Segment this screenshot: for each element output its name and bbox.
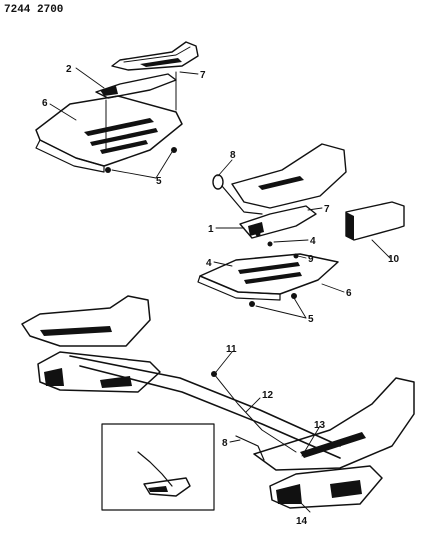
lower-handle [235,435,265,461]
left-adjuster [37,351,161,393]
middle-adjuster [239,205,317,239]
left-track-shade [40,326,112,336]
inset-cable-detail [137,451,173,487]
callout-13: 13 [314,420,326,431]
bracket-10 [345,201,405,241]
middle-nut-right [291,293,297,299]
middle-seat-track-shade [258,176,304,190]
right-adjuster-shade [276,480,362,504]
right-seat-track [253,377,415,471]
figure-number: 7244 2700 [4,4,63,16]
left-seat-track [21,295,151,347]
adjuster-handle-knob [212,174,224,190]
upper-seat-adjuster-assembly [35,41,199,173]
callout-7b: 7 [324,204,330,215]
inset-bracket-detail [143,477,191,497]
middle-seat-track [231,143,347,209]
callout-14: 14 [296,516,308,527]
cross-rod [69,355,341,459]
callout-6b: 6 [346,288,352,299]
middle-shield-plate [199,253,339,295]
upper-seat-track [111,41,199,71]
inset-bracket-shade [148,486,168,492]
detail-inset [101,423,215,511]
upper-nut-right [171,147,177,153]
adjuster-handle-rod [221,185,263,215]
cable-clip-11 [211,371,217,377]
callout-12: 12 [262,390,274,401]
callout-8: 8 [230,150,236,161]
bolt-4b [267,241,273,247]
leader-lines [49,67,391,513]
callout-5b: 5 [308,314,314,325]
bracket-10-shade [346,212,354,240]
callout-4b: 4 [206,258,212,269]
bolt-4a [255,231,261,237]
upper-shield-ribs [84,118,158,154]
middle-nut-left [249,301,255,307]
callout-labels: 2 7 6 5 8 7 1 4 4 9 6 5 10 11 12 8 13 14 [42,64,400,527]
left-adjuster-shade [44,368,132,388]
callout-7: 7 [200,70,206,81]
upper-adjuster-bracket-shade [100,86,118,96]
middle-shield-lip [197,275,281,301]
callout-4: 4 [310,236,316,247]
upper-shield-lip [35,139,105,173]
right-track-shade [300,432,366,458]
callout-2: 2 [66,64,72,75]
callout-10: 10 [388,254,400,265]
release-cable [213,373,297,453]
lower-bench-seat-track-assembly [21,295,415,511]
upper-seat-track-edge [123,46,191,63]
callout-11: 11 [226,344,237,355]
callout-9: 9 [308,254,314,265]
callout-8b: 8 [222,438,228,449]
callout-1: 1 [208,224,214,235]
middle-shield-ribs [238,262,302,284]
callout-6: 6 [42,98,48,109]
right-adjuster [269,465,383,509]
upper-seat-track-shade [140,58,182,67]
middle-seat-adjuster-assembly [197,143,405,307]
upper-nut-left [105,167,111,173]
callout-5: 5 [156,176,162,187]
